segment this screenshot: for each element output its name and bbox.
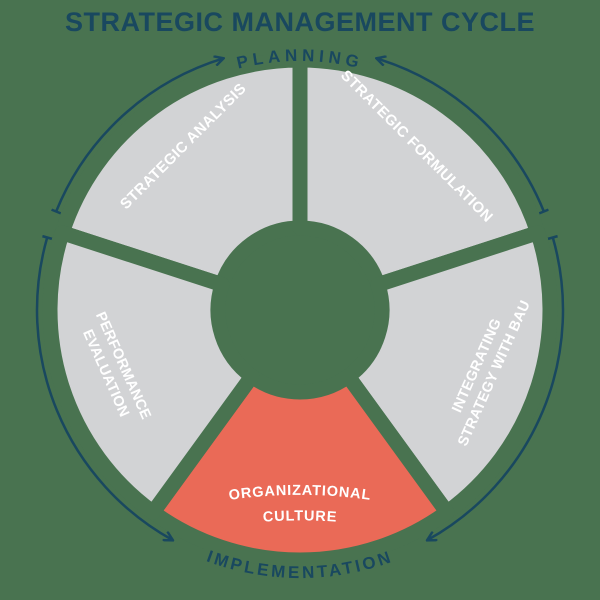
label-organizational-culture-line1: ORGANIZATIONAL bbox=[228, 483, 372, 504]
label-organizational-culture-text2: CULTURE bbox=[262, 508, 337, 525]
arrow-arc-lower-left bbox=[35, 238, 172, 541]
label-organizational-culture-line2: CULTURE bbox=[262, 508, 337, 525]
page-title: STRATEGIC MANAGEMENT CYCLE bbox=[65, 7, 535, 37]
label-organizational-culture-text1: ORGANIZATIONAL bbox=[228, 483, 372, 504]
arrow-arc-upper-right bbox=[377, 58, 544, 211]
cycle-arrows bbox=[35, 58, 565, 541]
arrow-arc-upper-left bbox=[56, 58, 223, 211]
arrow-arc-lower-right bbox=[428, 238, 565, 541]
